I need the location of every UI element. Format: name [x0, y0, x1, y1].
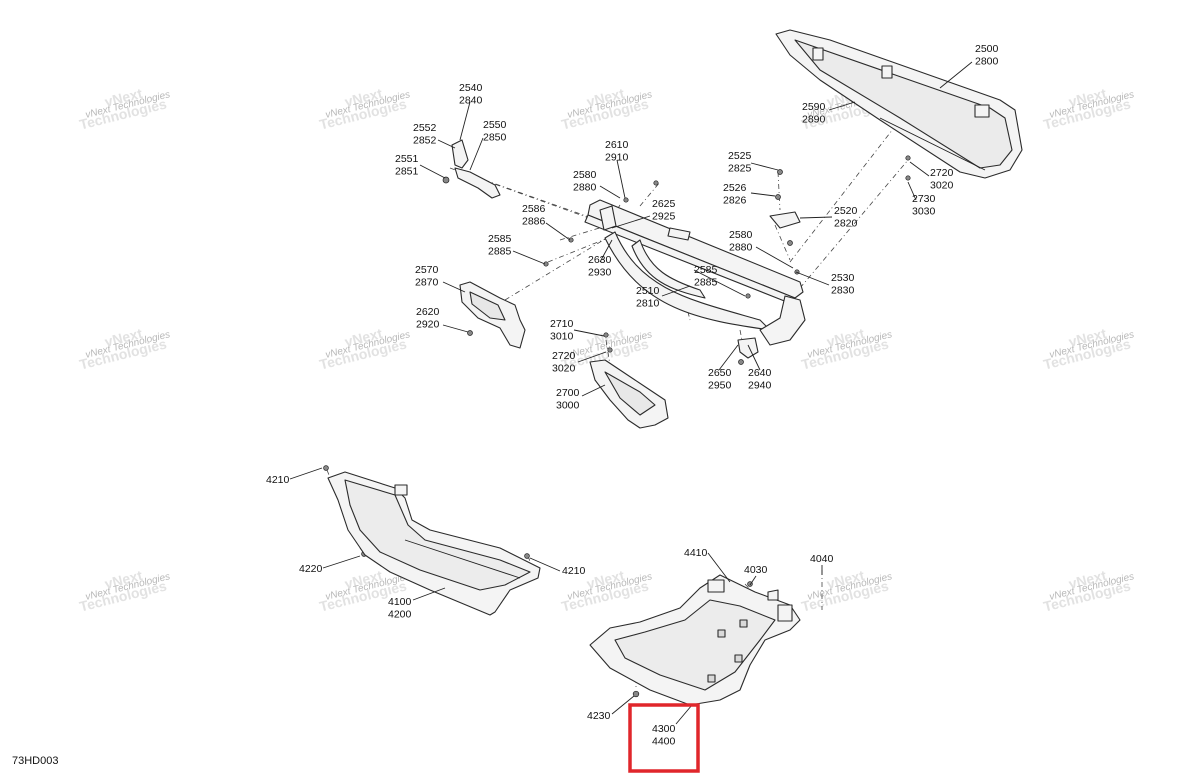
step-bracket: [589, 359, 669, 429]
skid-plate-right: [589, 574, 801, 706]
diagram-code: 73HD003: [12, 755, 58, 767]
callout-4210-left: 4210: [266, 474, 290, 486]
frame-assembly: [584, 199, 806, 346]
callout-4230: 4230: [587, 710, 611, 722]
callout-4410: 4410: [684, 547, 708, 559]
highlight-box-4300: [628, 703, 700, 773]
skid-plate-left: [327, 471, 541, 616]
callout-4040: 4040: [810, 553, 834, 565]
leader-lines: [289, 61, 973, 725]
door-panel-right: [775, 29, 1023, 179]
callout-4030: 4030: [744, 564, 768, 576]
upper-left-bracket: [442, 139, 501, 199]
bracket-2520: [769, 169, 801, 246]
hinge-block-left: [459, 281, 526, 349]
callout-4210-right: 4210: [562, 565, 586, 577]
callout-4220: 4220: [299, 563, 323, 575]
